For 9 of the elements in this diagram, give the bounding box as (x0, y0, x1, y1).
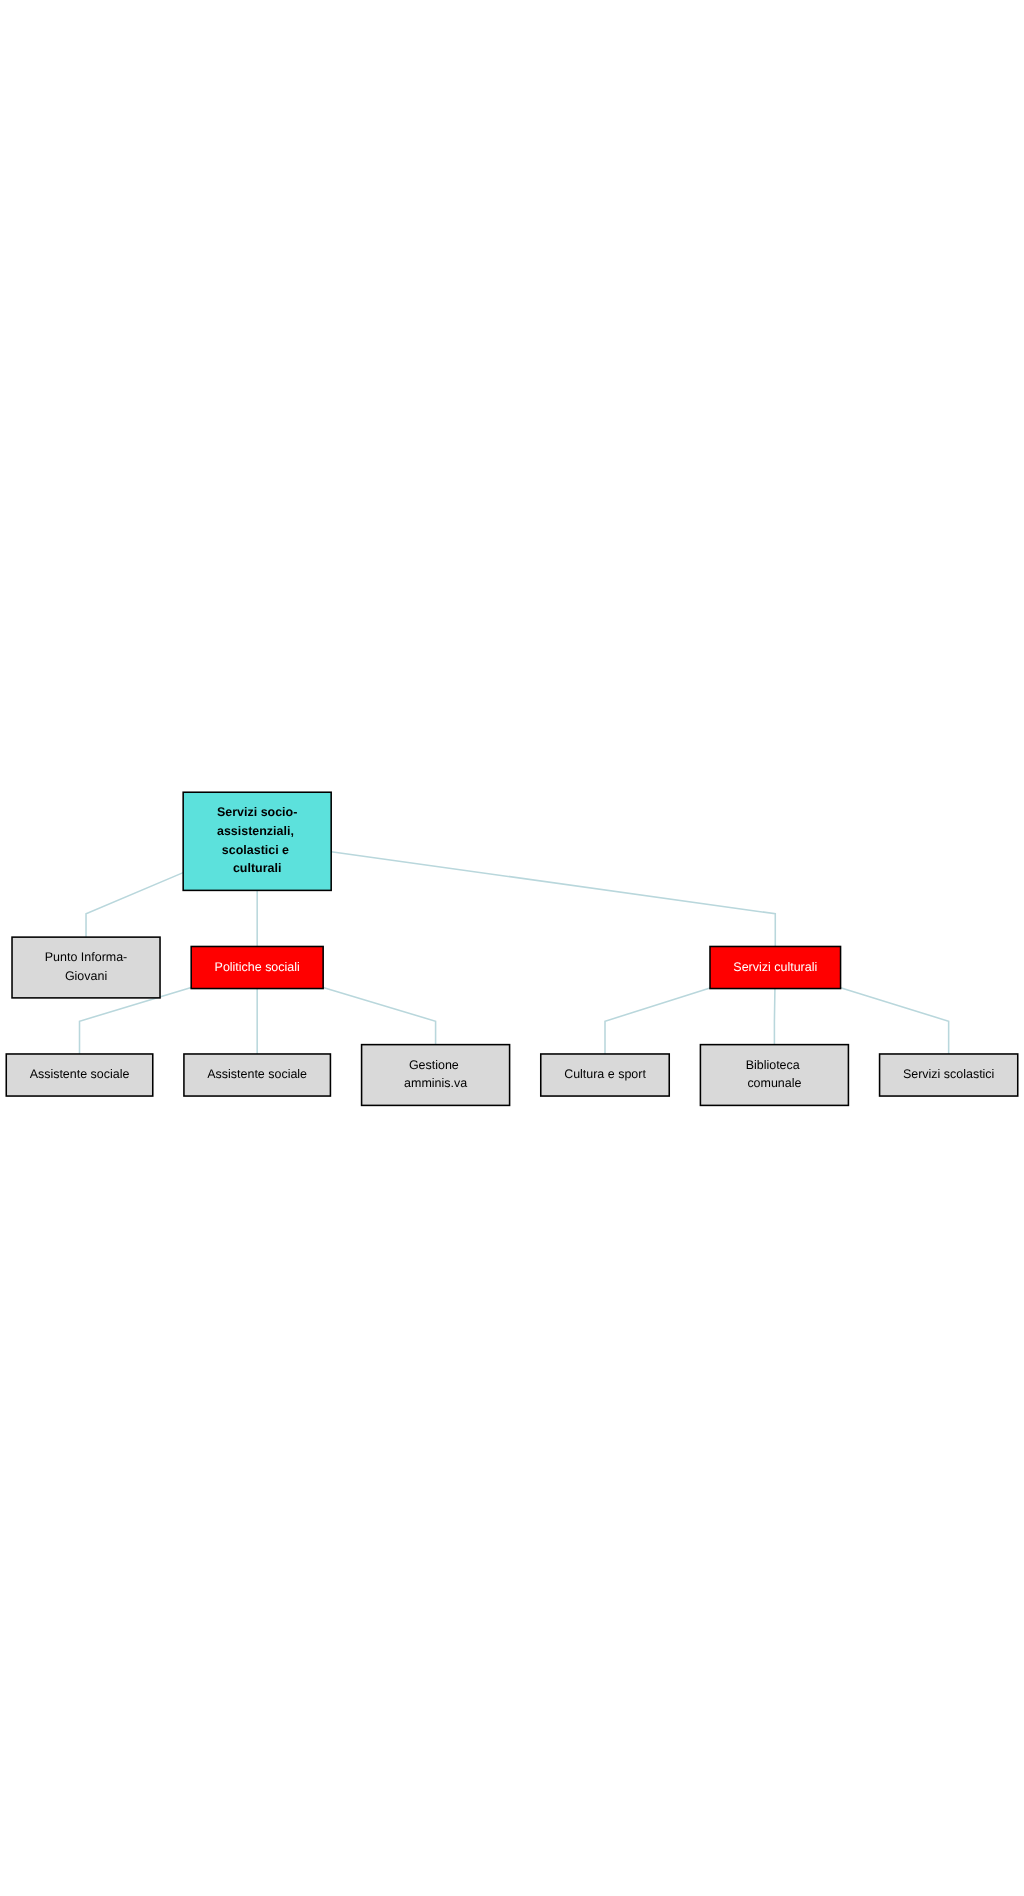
connector (256, 986, 258, 1054)
connector (604, 986, 711, 1054)
connector (78, 985, 192, 1054)
connector (322, 985, 437, 1045)
connector (773, 986, 776, 1045)
connector (839, 986, 950, 1054)
connector (256, 888, 258, 947)
connector (85, 871, 184, 938)
connector (330, 850, 777, 947)
